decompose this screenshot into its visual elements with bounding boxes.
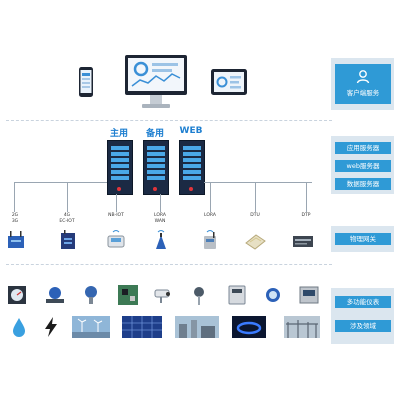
separator-top	[6, 120, 332, 121]
wire-drop-4	[160, 194, 161, 212]
solar-panel-image	[122, 316, 162, 338]
dtu-device-icon	[245, 234, 266, 250]
db-server-box: 数据服务器	[335, 178, 391, 190]
separator-middle	[6, 264, 332, 265]
user-icon	[356, 70, 370, 84]
dtp-device-icon	[293, 236, 313, 247]
pressure-transmitter-icon	[85, 286, 97, 304]
gateway-box: 物理网关	[335, 233, 391, 245]
gateway-2g-device-icon	[8, 231, 24, 248]
industrial-plant-image	[175, 316, 219, 338]
protocol-tag-dtu: DTU	[250, 213, 260, 218]
meters-box: 多功能仪表	[335, 296, 391, 308]
energy-meter-icon	[228, 285, 246, 305]
wire-drop-7	[306, 182, 307, 212]
power-analyzer-icon	[299, 286, 319, 304]
desktop-monitor-icon	[125, 55, 187, 108]
circuit-board-icon	[118, 285, 138, 305]
protocol-tag-lora: LORA	[204, 213, 216, 218]
web-server-label: WEB	[179, 126, 203, 136]
wire-drop-3	[116, 194, 117, 212]
substation-image	[284, 316, 320, 338]
wire-drop-1	[14, 182, 15, 212]
app-server-box: 应用服务器	[335, 142, 391, 154]
water-meter-icon	[266, 288, 280, 302]
wire-drop-2	[67, 182, 68, 212]
tablet-icon	[211, 69, 247, 95]
protocol-tag-nbiot: NB-IOT	[108, 213, 124, 218]
smartphone-icon	[79, 67, 93, 97]
backup-server-rack	[143, 140, 169, 195]
lightning-icon	[45, 317, 57, 337]
wire-drop-5	[210, 182, 211, 212]
web-server-box: web服务器	[335, 160, 391, 172]
gateway-4g-device-icon	[61, 230, 75, 249]
gas-flame-image	[232, 316, 266, 338]
protocol-tag-dtp: DTP	[301, 213, 311, 218]
nbiot-meter-icon	[107, 230, 125, 248]
security-camera-icon	[154, 289, 170, 303]
wind-farm-image	[72, 316, 110, 338]
panel-meter-icon	[8, 286, 26, 304]
domains-box: 涉及领域	[335, 320, 391, 332]
water-drop-icon	[13, 318, 25, 337]
wire-left-horizontal	[14, 182, 107, 183]
client-service-label: 客户端服务	[346, 89, 380, 97]
temperature-sensor-icon	[194, 287, 204, 305]
lora-wan-device-icon	[156, 230, 166, 249]
backup-server-label: 备用	[145, 129, 164, 139]
main-server-label: 主用	[109, 129, 128, 139]
lora-device-icon	[204, 230, 216, 249]
client-service-box: 客户端服务	[335, 64, 391, 104]
wire-drop-6	[255, 182, 256, 212]
main-server-rack	[107, 140, 133, 195]
web-server-rack	[179, 140, 205, 195]
wire-right-horizontal	[204, 182, 312, 183]
flow-meter-icon	[46, 287, 64, 303]
